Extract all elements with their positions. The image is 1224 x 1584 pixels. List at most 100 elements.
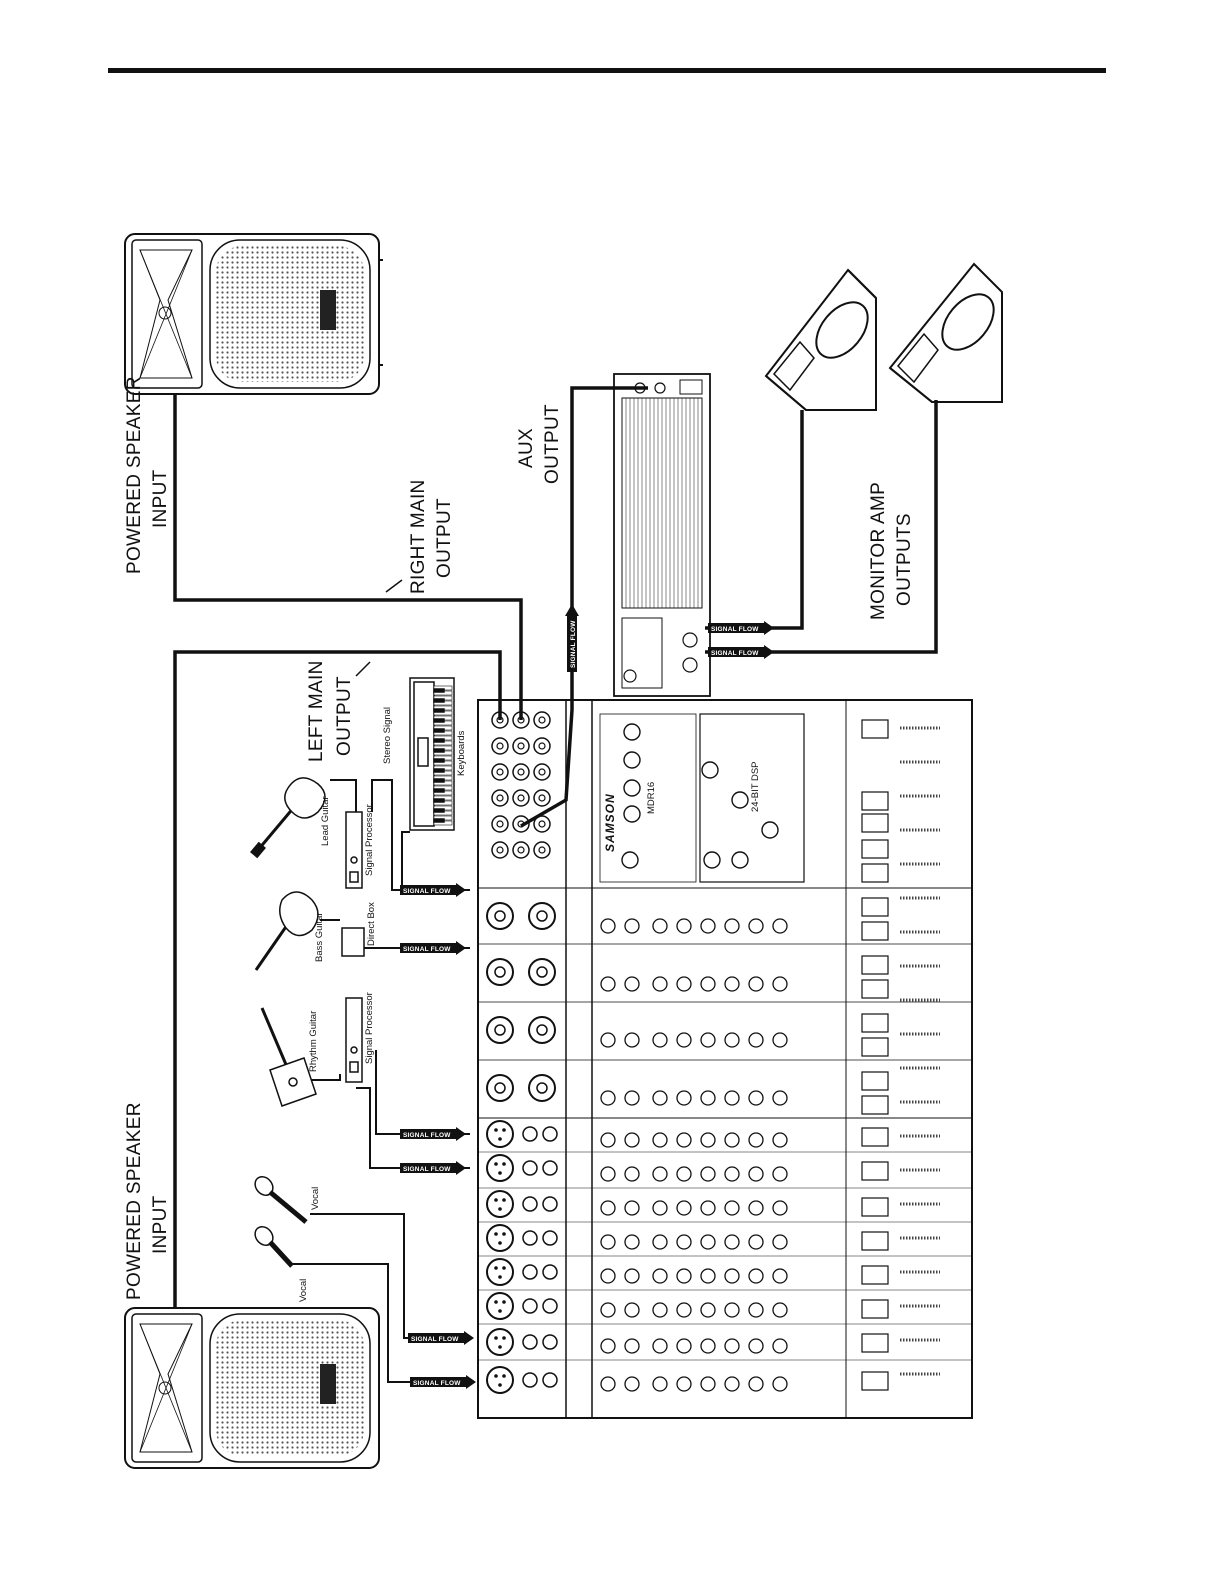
xlr-pin [494, 1300, 498, 1304]
combo-jack-core [494, 910, 506, 922]
svg-text:24-BIT DSP: 24-BIT DSP [750, 761, 761, 812]
line-jack [542, 1298, 558, 1314]
xlr-pin [494, 1232, 498, 1236]
knob [600, 1132, 616, 1148]
wedge-monitor-2 [888, 262, 1003, 403]
knob [652, 1032, 668, 1048]
jack-core [496, 794, 504, 802]
knob [700, 1376, 716, 1392]
knob [724, 1234, 740, 1250]
signal-flow-label: SIGNAL FLOW [403, 946, 451, 953]
label-lead-guitar: Lead Guitar [320, 796, 331, 846]
knob [772, 1166, 788, 1182]
knob [731, 791, 749, 809]
knob [676, 1090, 692, 1106]
knob [676, 1200, 692, 1216]
knob [652, 1376, 668, 1392]
jack [491, 841, 509, 859]
svg-text:Lead Guitar: Lead Guitar [320, 796, 331, 846]
xlr-pin [498, 1137, 502, 1141]
combo-jack [528, 1074, 556, 1102]
knob [700, 1268, 716, 1284]
knob [772, 1268, 788, 1284]
svg-text:RIGHT MAIN: RIGHT MAIN [408, 479, 429, 594]
svg-text:OUTPUTS: OUTPUTS [894, 513, 915, 606]
xlr-pin [498, 1345, 502, 1349]
combo-jack-core [536, 1024, 548, 1036]
knob [676, 918, 692, 934]
signal-flow-arrow: SIGNAL FLOW [565, 604, 579, 672]
knob [624, 1132, 640, 1148]
signal-flow-arrow: SIGNAL FLOW [708, 645, 774, 659]
piano-black-key [433, 818, 445, 823]
signal-flow-arrow: SIGNAL FLOW [400, 1127, 466, 1141]
svg-text:Stereo Signal: Stereo Signal [382, 707, 393, 764]
knob [748, 1032, 764, 1048]
knob [772, 1338, 788, 1354]
svg-text:Keyboards: Keyboards [456, 730, 467, 776]
xlr-pin [502, 1198, 506, 1202]
label-right-main-output: RIGHT MAIN OUTPUT [408, 479, 455, 594]
combo-jack-core [536, 1082, 548, 1094]
knob [600, 1338, 616, 1354]
knob [748, 918, 764, 934]
line-jack [522, 1372, 538, 1388]
piano-black-key [433, 808, 445, 813]
knob [772, 918, 788, 934]
knob [652, 1132, 668, 1148]
knob [652, 1200, 668, 1216]
jack-core [538, 846, 546, 854]
svg-text:Vocal: Vocal [298, 1279, 309, 1302]
knob [652, 1338, 668, 1354]
combo-jack [486, 1074, 514, 1102]
svg-text:INPUT: INPUT [150, 1195, 171, 1254]
line-jack [542, 1372, 558, 1388]
knob [701, 761, 719, 779]
line-jack [522, 1334, 538, 1350]
piano-black-key [433, 688, 445, 693]
svg-text:OUTPUT: OUTPUT [434, 498, 455, 578]
knob [724, 976, 740, 992]
line-jack [522, 1298, 538, 1314]
jack-core [517, 846, 525, 854]
knob [624, 1338, 640, 1354]
knob [731, 851, 749, 869]
knob [724, 918, 740, 934]
knob [724, 1166, 740, 1182]
knob [623, 805, 641, 823]
jack-core [496, 768, 504, 776]
jack-core [496, 820, 504, 828]
svg-text:Bass Guitar: Bass Guitar [314, 912, 325, 962]
xlr-pin [494, 1128, 498, 1132]
svg-text:Vocal: Vocal [310, 1187, 321, 1210]
knob [600, 1302, 616, 1318]
knob [748, 1234, 764, 1250]
label-left-main-output: LEFT MAIN OUTPUT [306, 660, 355, 762]
knob [676, 1032, 692, 1048]
mixer-model: MDR16 [646, 782, 657, 814]
knob [724, 1268, 740, 1284]
line-jack [522, 1230, 538, 1246]
knob [600, 976, 616, 992]
label-vocal-1: Vocal [310, 1187, 321, 1210]
header-rule [108, 68, 1106, 73]
label-stereo-signal: Stereo Signal [382, 707, 393, 764]
combo-jack-core [536, 966, 548, 978]
xlr-pin [494, 1374, 498, 1378]
combo-jack-core [536, 910, 548, 922]
xlr-pin [502, 1162, 506, 1166]
knob [772, 1032, 788, 1048]
knob [724, 1376, 740, 1392]
signal-flow-label: SIGNAL FLOW [711, 650, 759, 657]
svg-text:POWERED SPEAKER: POWERED SPEAKER [124, 1102, 145, 1300]
svg-text:MDR16: MDR16 [646, 782, 657, 814]
knob [748, 1376, 764, 1392]
xlr-pin [502, 1336, 506, 1340]
line-jack [522, 1160, 538, 1176]
combo-jack [486, 1016, 514, 1044]
combo-jack [528, 1016, 556, 1044]
signal-flow-label: SIGNAL FLOW [411, 1336, 459, 1343]
xlr-pin [502, 1300, 506, 1304]
label-rhythm-guitar: Rhythm Guitar [308, 1011, 319, 1072]
